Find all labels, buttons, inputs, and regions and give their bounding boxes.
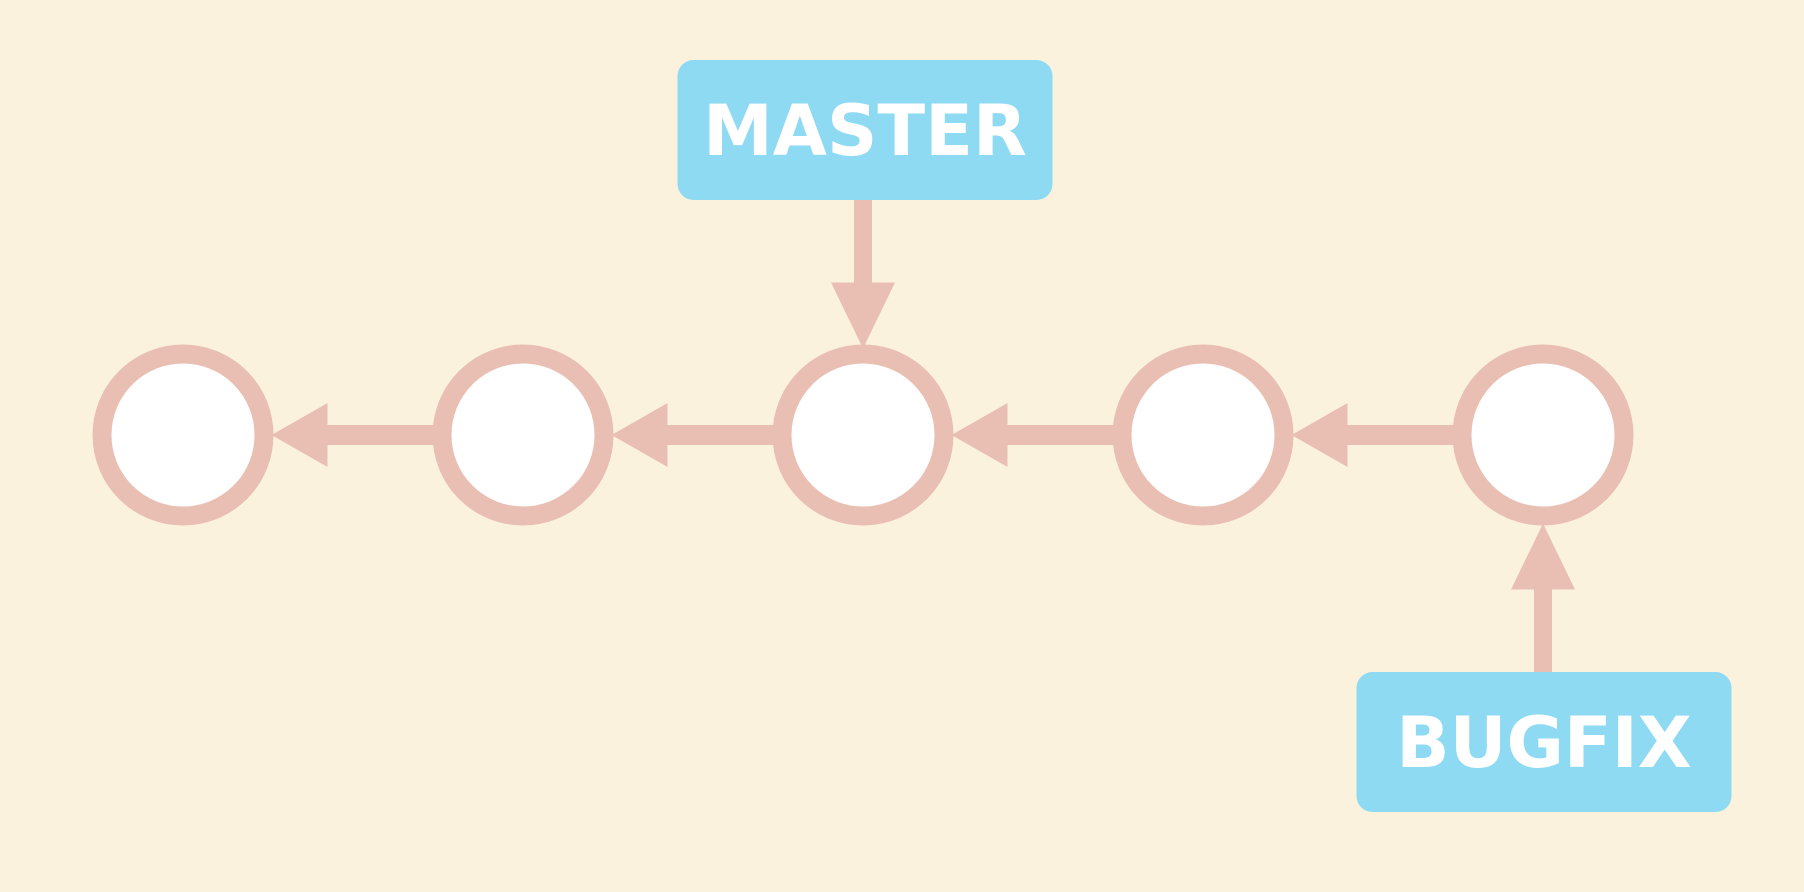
- pointer-arrowhead: [1511, 523, 1575, 590]
- parent-edge-arrow: [951, 403, 1115, 467]
- branch-label-box: [1356, 672, 1732, 812]
- parent-edge-arrow: [1291, 403, 1455, 467]
- edge-shaft: [1005, 425, 1115, 445]
- commit-node: [92, 344, 274, 526]
- edge-arrowhead: [951, 403, 1008, 467]
- commit-nodes: [92, 344, 1634, 526]
- commit-node: [1452, 344, 1634, 526]
- edge-arrowhead: [611, 403, 668, 467]
- commit-node: [772, 344, 954, 526]
- commit-node: [432, 344, 614, 526]
- edge-arrowhead: [271, 403, 328, 467]
- branch-label-text: MASTER: [703, 90, 1027, 172]
- parent-edge-arrow: [271, 403, 435, 467]
- parent-edges: [271, 403, 1455, 467]
- pointer-arrowhead: [831, 282, 895, 349]
- edge-shaft: [665, 425, 775, 445]
- branch-label-text: BUGFIX: [1396, 702, 1691, 784]
- edge-shaft: [325, 425, 435, 445]
- pointer-shaft: [1534, 587, 1552, 672]
- branch-label-box: [677, 60, 1053, 200]
- commit-node: [1112, 344, 1294, 526]
- pointer-shaft: [854, 200, 872, 285]
- branch-pointer-arrow: [1511, 523, 1575, 672]
- branch-pointers: [831, 200, 1575, 672]
- branch-label-master: MASTER: [677, 60, 1053, 200]
- branch-label-bugfix: BUGFIX: [1356, 672, 1732, 812]
- branch-pointer-arrow: [831, 200, 895, 349]
- edge-shaft: [1345, 425, 1455, 445]
- edge-arrowhead: [1291, 403, 1348, 467]
- branch-labels: MASTER BUGFIX: [677, 60, 1732, 812]
- parent-edge-arrow: [611, 403, 775, 467]
